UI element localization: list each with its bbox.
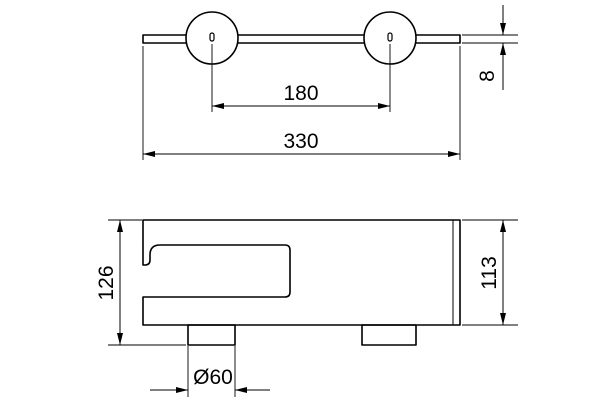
left-screw-hole bbox=[209, 32, 215, 42]
top-view: 180 330 8 bbox=[142, 5, 518, 160]
shelf-body-outline bbox=[142, 219, 461, 326]
dim-label-overall-width: 330 bbox=[283, 130, 318, 153]
dim-label-hole-spacing: 180 bbox=[283, 82, 318, 105]
front-view: 126 113 Ø60 bbox=[95, 219, 518, 397]
shelf-plate-outline bbox=[142, 34, 461, 44]
right-mounting-foot bbox=[361, 324, 417, 346]
right-screw-hole bbox=[387, 32, 393, 42]
dim-label-total-height: 126 bbox=[95, 265, 118, 300]
dim-label-body-height: 113 bbox=[478, 256, 501, 289]
left-mounting-foot bbox=[187, 324, 236, 346]
dim-label-thickness: 8 bbox=[476, 70, 499, 82]
dim-label-foot-diameter: Ø60 bbox=[193, 366, 233, 389]
